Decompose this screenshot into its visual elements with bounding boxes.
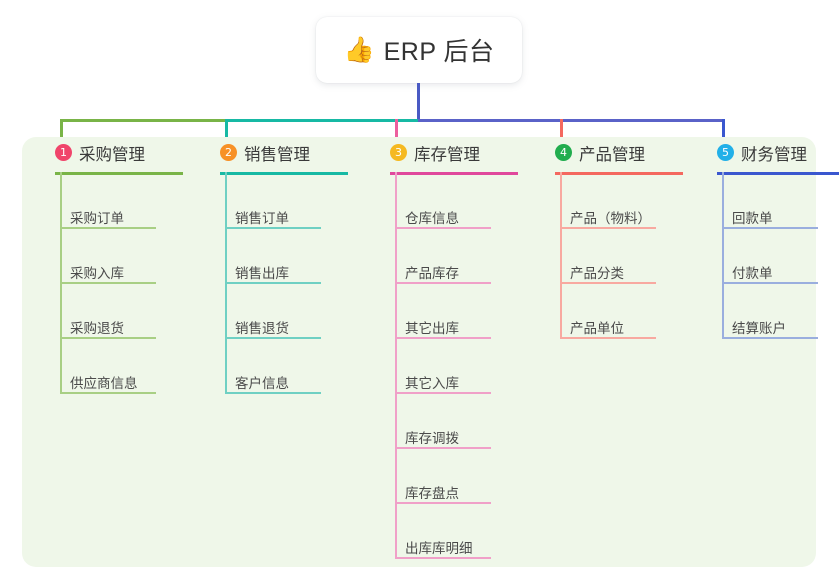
title-card: 👍 ERP 后台 — [316, 17, 522, 83]
column-rule-4 — [555, 172, 683, 175]
leaf-underline — [60, 337, 156, 339]
column-spine-3 — [395, 172, 397, 559]
column-badge-1: 1 — [55, 144, 72, 161]
leaf-item[interactable]: 产品（物料） — [570, 211, 651, 226]
column-header-1[interactable]: 1 采购管理 — [41, 137, 201, 168]
leaf-underline — [60, 392, 156, 394]
connector-bar-left — [60, 119, 228, 122]
column-rule-2 — [220, 172, 348, 175]
leaf-item[interactable]: 结算账户 — [732, 321, 786, 336]
leaf-underline — [395, 502, 491, 504]
leaf-underline — [60, 282, 156, 284]
column-5: 5 财务管理回款单付款单结算账户 — [703, 137, 839, 339]
column-rule-3 — [390, 172, 518, 175]
leaf-item[interactable]: 采购入库 — [70, 266, 124, 281]
leaf-item[interactable]: 采购订单 — [70, 211, 124, 226]
connector-bar-right — [418, 119, 725, 122]
leaf-item[interactable]: 库存调拨 — [405, 431, 459, 446]
column-header-5[interactable]: 5 财务管理 — [703, 137, 839, 168]
leaf-underline — [225, 282, 321, 284]
leaf-underline — [560, 337, 656, 339]
leaf-item[interactable]: 其它入库 — [405, 376, 459, 391]
leaf-underline — [395, 227, 491, 229]
column-2: 2 销售管理销售订单销售出库销售退货客户信息 — [206, 137, 366, 394]
leaf-item[interactable]: 付款单 — [732, 266, 773, 281]
column-title-3: 库存管理 — [414, 145, 480, 164]
column-1: 1 采购管理采购订单采购入库采购退货供应商信息 — [41, 137, 201, 394]
column-title-1: 采购管理 — [79, 145, 145, 164]
leaf-underline — [395, 337, 491, 339]
leaf-underline — [395, 392, 491, 394]
column-title-5: 财务管理 — [741, 145, 807, 164]
leaf-underline — [395, 282, 491, 284]
leaf-item[interactable]: 采购退货 — [70, 321, 124, 336]
leaf-underline — [722, 282, 818, 284]
leaf-item[interactable]: 仓库信息 — [405, 211, 459, 226]
leaf-item[interactable]: 客户信息 — [235, 376, 289, 391]
leaf-underline — [225, 227, 321, 229]
leaf-item[interactable]: 销售退货 — [235, 321, 289, 336]
page-title: ERP 后台 — [383, 38, 495, 66]
column-header-2[interactable]: 2 销售管理 — [206, 137, 366, 168]
leaf-underline — [722, 227, 818, 229]
column-badge-3: 3 — [390, 144, 407, 161]
column-header-4[interactable]: 4 产品管理 — [541, 137, 701, 168]
column-spine-4 — [560, 172, 562, 339]
column-rule-1 — [55, 172, 183, 175]
connector-stem — [417, 83, 420, 122]
leaf-underline — [560, 282, 656, 284]
leaf-item[interactable]: 库存盘点 — [405, 486, 459, 501]
leaf-item[interactable]: 产品库存 — [405, 266, 459, 281]
column-title-4: 产品管理 — [579, 145, 645, 164]
column-4: 4 产品管理产品（物料） 产品分类产品单位 — [541, 137, 701, 339]
leaf-underline — [60, 227, 156, 229]
column-rule-5 — [717, 172, 839, 175]
leaf-item[interactable]: 回款单 — [732, 211, 773, 226]
column-3: 3 库存管理仓库信息产品库存其它出库其它入库库存调拨库存盘点出库库明细 — [376, 137, 536, 559]
column-badge-2: 2 — [220, 144, 237, 161]
leaf-item[interactable]: 供应商信息 — [70, 376, 138, 391]
leaf-underline — [722, 337, 818, 339]
leaf-item[interactable]: 产品单位 — [570, 321, 624, 336]
leaf-underline — [225, 392, 321, 394]
leaf-item[interactable]: 销售出库 — [235, 266, 289, 281]
column-badge-5: 5 — [717, 144, 734, 161]
diagram-panel: 1 采购管理采购订单采购入库采购退货供应商信息 2 销售管理销售订单销售出库销售退货客… — [22, 137, 839, 567]
leaf-item[interactable]: 出库库明细 — [405, 541, 473, 556]
thumbs-up-icon: 👍 — [343, 35, 375, 64]
column-title-2: 销售管理 — [244, 145, 310, 164]
leaf-item[interactable]: 销售订单 — [235, 211, 289, 226]
connector-bar-mid — [225, 119, 420, 122]
column-badge-4: 4 — [555, 144, 572, 161]
column-header-3[interactable]: 3 库存管理 — [376, 137, 536, 168]
leaf-item[interactable]: 其它出库 — [405, 321, 459, 336]
leaf-underline — [560, 227, 656, 229]
leaf-underline — [395, 557, 491, 559]
leaf-underline — [395, 447, 491, 449]
leaf-item[interactable]: 产品分类 — [570, 266, 624, 281]
column-spine-5 — [722, 172, 724, 339]
leaf-underline — [225, 337, 321, 339]
